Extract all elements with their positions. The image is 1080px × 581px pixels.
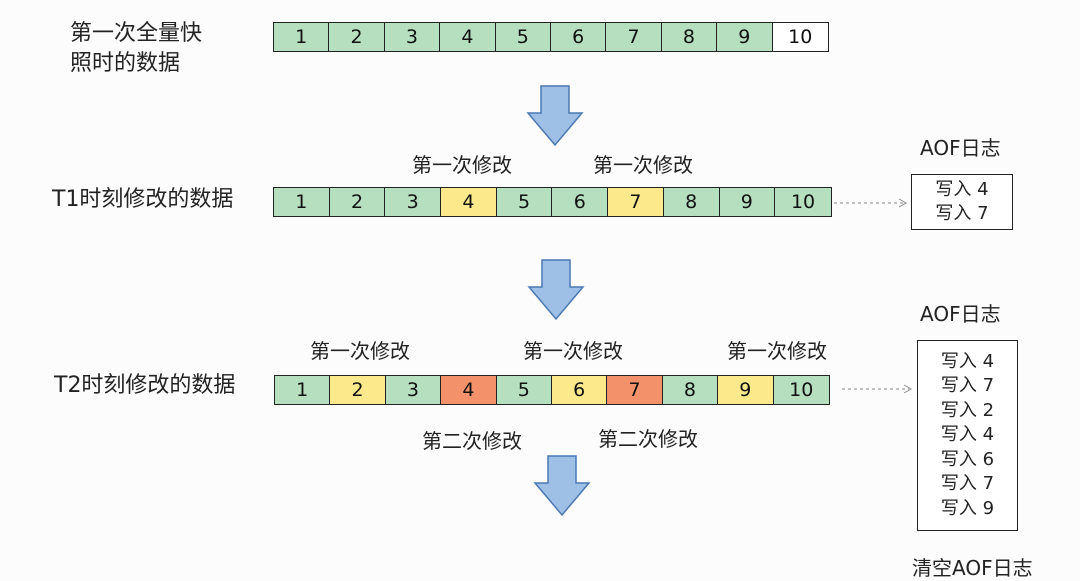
t2-cell-5: 5 — [496, 376, 552, 404]
t1-aof-title: AOF日志 — [920, 136, 1001, 160]
t2-cell-8: 8 — [662, 376, 719, 404]
snapshot-cell-4: 4 — [440, 23, 496, 51]
t1-aof-entry: 写入 7 — [935, 203, 989, 224]
t2-cell-4: 4 — [441, 376, 497, 404]
t1-cell-6: 6 — [552, 188, 609, 216]
t1-dashed-arrow — [834, 198, 908, 208]
t2-aof-entry: 写入 7 — [940, 375, 995, 397]
snapshot-cell-3: 3 — [384, 23, 441, 51]
down-arrow-icon — [527, 259, 585, 321]
t1-cell-5: 5 — [496, 188, 553, 216]
snapshot-label-line2: 照时的数据 — [70, 51, 181, 76]
t1-cell-9: 9 — [719, 188, 776, 216]
t2-aof-entry: 写入 9 — [940, 497, 995, 519]
t2-annotation-first-mod-6: 第一次修改 — [523, 339, 623, 363]
t1-annotation-first-mod-7: 第一次修改 — [593, 153, 693, 177]
snapshot-cell-9: 9 — [717, 23, 773, 51]
t2-cell-10: 10 — [773, 376, 829, 404]
snapshot-cell-8: 8 — [661, 23, 718, 51]
t2-aof-entry: 写入 2 — [940, 399, 995, 421]
t2-aof-entry: 写入 4 — [940, 424, 995, 446]
t1-cell-10: 10 — [775, 188, 831, 216]
snapshot-cell-10: 10 — [772, 23, 828, 51]
t1-cell-4: 4 — [441, 188, 497, 216]
t2-cell-9: 9 — [718, 376, 774, 404]
t1-cell-1: 1 — [274, 188, 330, 216]
t1-aof-log-box: 写入 4 写入 7 — [911, 174, 1013, 230]
t2-cell-1: 1 — [275, 376, 331, 404]
t2-cell-7: 7 — [607, 376, 663, 404]
snapshot-cell-1: 1 — [274, 23, 330, 51]
snapshot-cell-7: 7 — [606, 23, 662, 51]
t1-label: T1时刻修改的数据 — [52, 187, 234, 212]
t2-dashed-arrow — [842, 384, 913, 394]
t1-cell-3: 3 — [385, 188, 442, 216]
t1-cell-7: 7 — [608, 188, 664, 216]
t2-annotation-second-mod-7: 第二次修改 — [598, 427, 698, 451]
t2-cell-3: 3 — [385, 376, 442, 404]
t1-cell-8: 8 — [663, 188, 720, 216]
t2-label: T2时刻修改的数据 — [54, 373, 236, 398]
snapshot-cell-6: 6 — [550, 23, 607, 51]
snapshot-cell-2: 2 — [329, 23, 385, 51]
t2-aof-title: AOF日志 — [920, 302, 1001, 326]
clear-aof-log-label: 清空AOF日志 — [912, 556, 1033, 580]
t2-aof-entry: 写入 4 — [940, 350, 995, 372]
t2-cell-6: 6 — [551, 376, 608, 404]
down-arrow-icon — [533, 455, 591, 517]
t2-cell-2: 2 — [330, 376, 386, 404]
t2-annotation-first-mod-2: 第一次修改 — [310, 339, 410, 363]
snapshot-label-line1: 第一次全量快 — [70, 21, 203, 46]
t1-aof-entry: 写入 4 — [935, 178, 989, 200]
t1-cell-2: 2 — [329, 188, 386, 216]
t1-annotation-first-mod-4: 第一次修改 — [412, 153, 512, 177]
t2-aof-entry: 写入 7 — [940, 473, 995, 495]
down-arrow-icon — [526, 85, 584, 147]
t2-annotation-second-mod-4: 第二次修改 — [422, 429, 522, 453]
snapshot-cell-5: 5 — [495, 23, 551, 51]
t2-aof-entry: 写入 6 — [940, 448, 995, 470]
t2-annotation-first-mod-9: 第一次修改 — [727, 339, 827, 363]
